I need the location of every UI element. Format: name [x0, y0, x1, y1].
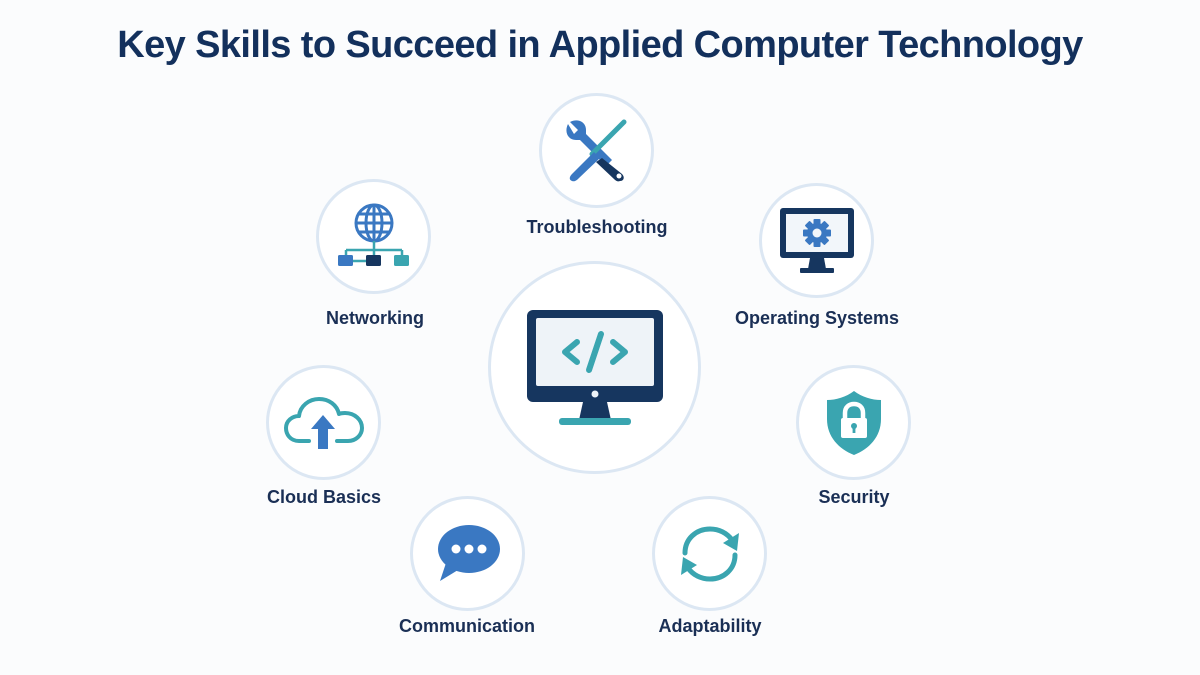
- skill-label-operating-systems: Operating Systems: [734, 308, 900, 328]
- refresh-arrows-icon: [680, 525, 739, 582]
- wrench-screwdriver-icon: [565, 119, 626, 181]
- monitor-code-icon: [526, 309, 663, 425]
- cloud-upload-icon: [283, 396, 364, 449]
- skill-node-adaptability: [652, 496, 767, 611]
- center-node: [488, 261, 701, 474]
- skill-node-troubleshooting: [539, 93, 654, 208]
- skill-label-networking: Networking: [325, 308, 424, 328]
- skill-node-cloud-basics: [266, 365, 381, 480]
- skill-label-cloud-basics: Cloud Basics: [266, 487, 382, 507]
- shield-lock-icon: [826, 390, 881, 455]
- globe-network-icon: [337, 203, 409, 266]
- skill-label-adaptability: Adaptability: [658, 616, 762, 636]
- skill-label-troubleshooting: Troubleshooting: [526, 217, 668, 237]
- page-title: Key Skills to Succeed in Applied Compute…: [117, 24, 1083, 66]
- skill-node-security: [796, 365, 911, 480]
- skill-label-security: Security: [818, 487, 890, 507]
- monitor-gear-icon: [779, 207, 854, 273]
- skill-label-communication: Communication: [398, 616, 535, 636]
- skill-node-communication: [410, 496, 525, 611]
- skill-node-operating-systems: [759, 183, 874, 298]
- chat-bubble-icon: [437, 524, 500, 581]
- skill-node-networking: [316, 179, 431, 294]
